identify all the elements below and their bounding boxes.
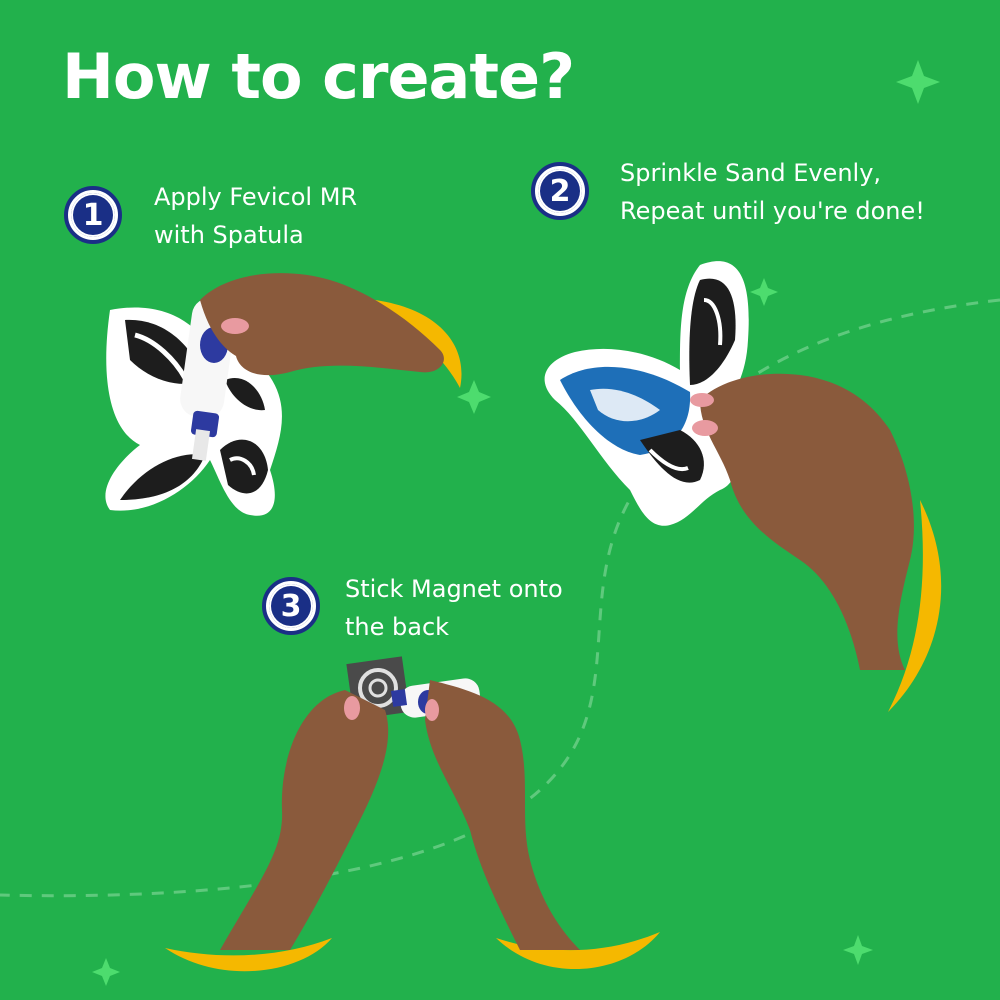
dashed-path xyxy=(0,298,1000,898)
step-line: the back xyxy=(345,613,450,641)
sparkle-icon xyxy=(750,278,778,306)
hand-icon xyxy=(220,690,389,950)
sparkle-icon xyxy=(843,935,873,965)
step-number: 1 xyxy=(71,193,115,237)
glue-bottle-icon xyxy=(180,297,236,461)
step-line: Apply Fevicol MR xyxy=(154,183,358,211)
step-number: 2 xyxy=(538,169,582,213)
step-description: Sprinkle Sand Evenly, Repeat until you'r… xyxy=(620,154,925,230)
crescent-decoration xyxy=(496,932,660,970)
step-line: Stick Magnet onto xyxy=(345,575,563,603)
step-number-badge: 2 xyxy=(531,162,589,220)
step-number-badge: 3 xyxy=(262,577,320,635)
crescent-decoration xyxy=(888,500,942,712)
crescent-decoration xyxy=(165,938,332,972)
hand-icon xyxy=(200,273,444,376)
sparkle-icon xyxy=(92,958,120,986)
step-number-badge: 1 xyxy=(64,186,122,244)
step-number: 3 xyxy=(269,584,313,628)
step-description: Stick Magnet onto the back xyxy=(345,570,563,646)
crescent-decoration xyxy=(350,298,462,388)
step-description: Apply Fevicol MR with Spatula xyxy=(154,178,357,254)
page-title: How to create? xyxy=(62,40,575,113)
step-line: with Spatula xyxy=(154,221,304,249)
step-line: Sprinkle Sand Evenly, xyxy=(620,159,882,187)
butterfly-icon xyxy=(544,261,749,526)
hand-icon xyxy=(690,373,914,670)
sparkle-icon xyxy=(896,60,940,104)
step-line: Repeat until you're done! xyxy=(620,197,925,225)
sparkle-icon xyxy=(457,380,491,414)
hand-icon xyxy=(425,680,580,950)
